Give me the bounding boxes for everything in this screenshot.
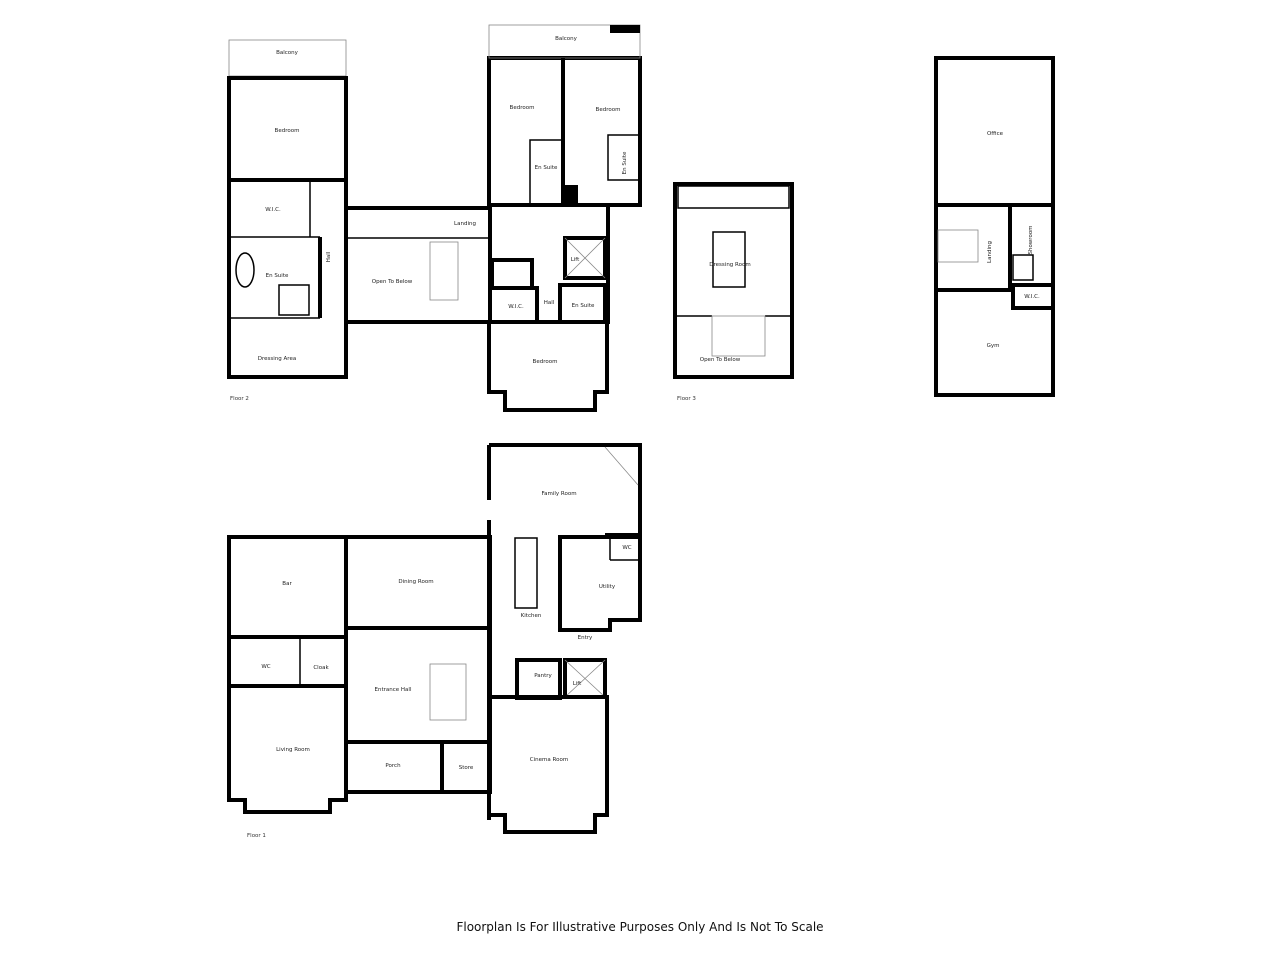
room-label-open-to-below: Open To Below <box>372 279 413 285</box>
room-label-wic-4: W.I.C. <box>1024 294 1040 300</box>
room-label-en-suite-3: En Suite <box>622 151 628 174</box>
room-label-dressing-room: Dressing Room <box>709 262 750 268</box>
room-label-en-suite: En Suite <box>266 273 289 279</box>
room-label-pantry: Pantry <box>534 673 552 679</box>
room-label-hall: Hall <box>326 251 332 262</box>
balcony-outline <box>228 39 347 77</box>
room-label-cinema-room: Cinema Room <box>530 757 568 763</box>
room-label-bedroom: Bedroom <box>275 128 300 134</box>
floor-1-plan: Family Room Bar Dining Room WC Utility K… <box>227 443 642 839</box>
room-label-living-room: Living Room <box>276 747 310 753</box>
room-label-kitchen: Kitchen <box>521 613 542 619</box>
floor-3-plan: Dressing Room Open To Below Floor 3 <box>673 182 794 402</box>
room-label-office: Office <box>987 131 1004 137</box>
room-label-bar: Bar <box>282 581 292 587</box>
room-label-family-room: Family Room <box>541 491 576 497</box>
room-label-lift-1: Lift <box>573 681 582 687</box>
room-label-porch: Porch <box>385 763 401 769</box>
room-label-utility: Utility <box>599 584 616 590</box>
room-label-landing-4: Landing <box>987 241 993 263</box>
room-label-landing: Landing <box>454 221 476 227</box>
room-label-hall-2: Hall <box>544 300 555 306</box>
room-label-showroom: Showroom <box>1028 225 1034 254</box>
room-label-open-to-below-3: Open To Below <box>700 357 741 363</box>
floor-2-plan: Balcony Bedroom W.I.C. En Suite Hall Dre… <box>227 24 642 412</box>
room-label-entry: Entry <box>578 635 593 641</box>
floor-2-label: Floor 2 <box>230 396 249 402</box>
room-label-dining-room: Dining Room <box>398 579 433 585</box>
disclaimer-footer: Floorplan Is For Illustrative Purposes O… <box>456 920 824 934</box>
room-label-store: Store <box>459 765 474 771</box>
room-label-wc-2: WC <box>261 664 270 670</box>
room-label-en-suite-4: En Suite <box>572 303 595 309</box>
room-label-bedroom-2: Bedroom <box>510 105 535 111</box>
room-label-dressing-area: Dressing Area <box>258 356 296 362</box>
room-label-balcony-2: Balcony <box>555 36 578 42</box>
floor-1-label: Floor 1 <box>247 833 266 839</box>
room-label-lift: Lift <box>571 257 580 263</box>
room-label-entrance-hall: Entrance Hall <box>375 687 412 693</box>
room-label-gym: Gym <box>987 343 1000 349</box>
room-label-en-suite-2: En Suite <box>535 165 558 171</box>
wall <box>227 76 348 379</box>
floor-3-label: Floor 3 <box>677 396 696 402</box>
room-label-wic-2: W.I.C. <box>508 304 524 310</box>
floor-4-plan: Office Landing Showroom W.I.C. Gym <box>934 56 1055 397</box>
room-label-balcony: Balcony <box>276 50 299 56</box>
room-label-cloak: Cloak <box>313 665 329 671</box>
room-label-wc: WC <box>622 545 631 551</box>
room-label-wic: W.I.C. <box>265 207 281 213</box>
room-label-bedroom-3: Bedroom <box>596 107 621 113</box>
room-label-bedroom-4: Bedroom <box>533 359 558 365</box>
